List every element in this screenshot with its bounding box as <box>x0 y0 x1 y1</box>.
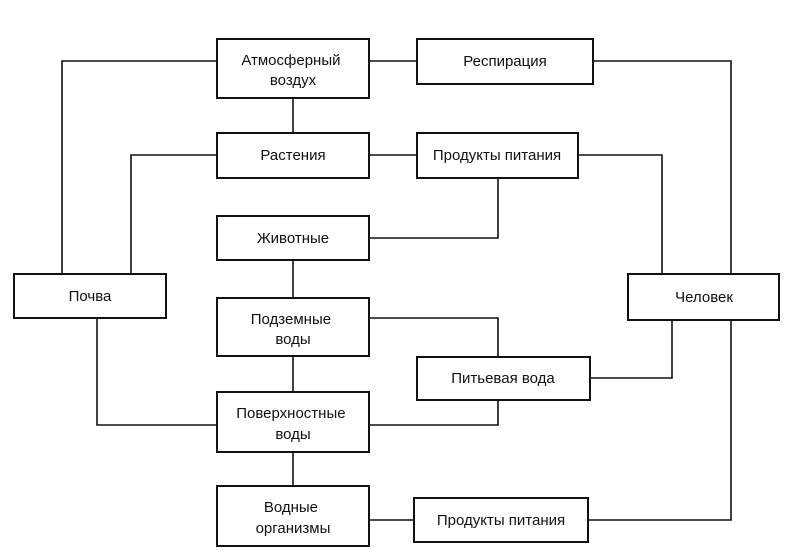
svg-text:Подземные воды: Подземные воды <box>251 311 336 348</box>
connectors <box>61 60 732 521</box>
node-drinking-water-label: Питьевая вода <box>451 370 555 387</box>
node-atmosphere: Атмосферный воздух <box>216 38 370 99</box>
connector-drinking-surface <box>369 400 499 426</box>
connector-food-bottom-human <box>588 320 732 521</box>
nodes: Атмосферный воздух Респирация Растения П… <box>13 38 780 547</box>
connector-food-top-human <box>578 154 663 274</box>
svg-text:Водные организмы: Водные организмы <box>256 499 331 537</box>
node-groundwater-line-1: Подземные <box>251 311 331 328</box>
node-atmosphere-line-1: Атмосферный <box>241 52 340 69</box>
node-human: Человек <box>627 273 780 321</box>
node-atmosphere-line-2: воздух <box>270 72 317 89</box>
node-surface-water-line-2: воды <box>275 426 310 443</box>
node-food-bottom: Продукты питания <box>413 497 589 543</box>
node-plants-label: Растения <box>260 147 325 164</box>
connector-drinking-human <box>590 320 673 379</box>
node-animals-label: Животные <box>257 230 329 247</box>
node-soil: Почва <box>13 273 167 319</box>
node-aquatic-organisms: Водные организмы <box>216 485 370 547</box>
node-groundwater-line-2: воды <box>275 331 310 348</box>
svg-text:Атмосферный воздух: Атмосферный воздух <box>241 52 344 89</box>
connector-plants-soil <box>130 154 217 274</box>
node-surface-water: Поверхностные воды <box>216 391 370 453</box>
node-plants: Растения <box>216 132 370 179</box>
node-soil-label: Почва <box>69 288 112 305</box>
node-food-top: Продукты питания <box>416 132 579 179</box>
svg-text:Поверхностные воды: Поверхностные воды <box>236 405 350 443</box>
node-respiration-label: Респирация <box>463 53 546 70</box>
node-food-top-label: Продукты питания <box>433 147 561 164</box>
node-groundwater: Подземные воды <box>216 297 370 357</box>
node-food-bottom-label: Продукты питания <box>437 512 565 529</box>
node-animals: Животные <box>216 215 370 261</box>
node-aquatic-organisms-line-1: Водные <box>264 499 318 516</box>
connector-groundwater-drinking <box>369 317 499 357</box>
node-human-label: Человек <box>675 289 733 306</box>
node-aquatic-organisms-line-2: организмы <box>256 520 331 537</box>
node-surface-water-line-1: Поверхностные <box>236 405 345 422</box>
connector-soil-surface <box>96 318 217 426</box>
connector-food-top-animals <box>369 178 499 239</box>
node-respiration: Респирация <box>416 38 594 85</box>
connector-respiration-human <box>593 60 732 274</box>
connector-atmosphere-soil <box>61 60 217 274</box>
node-drinking-water: Питьевая вода <box>416 356 591 401</box>
